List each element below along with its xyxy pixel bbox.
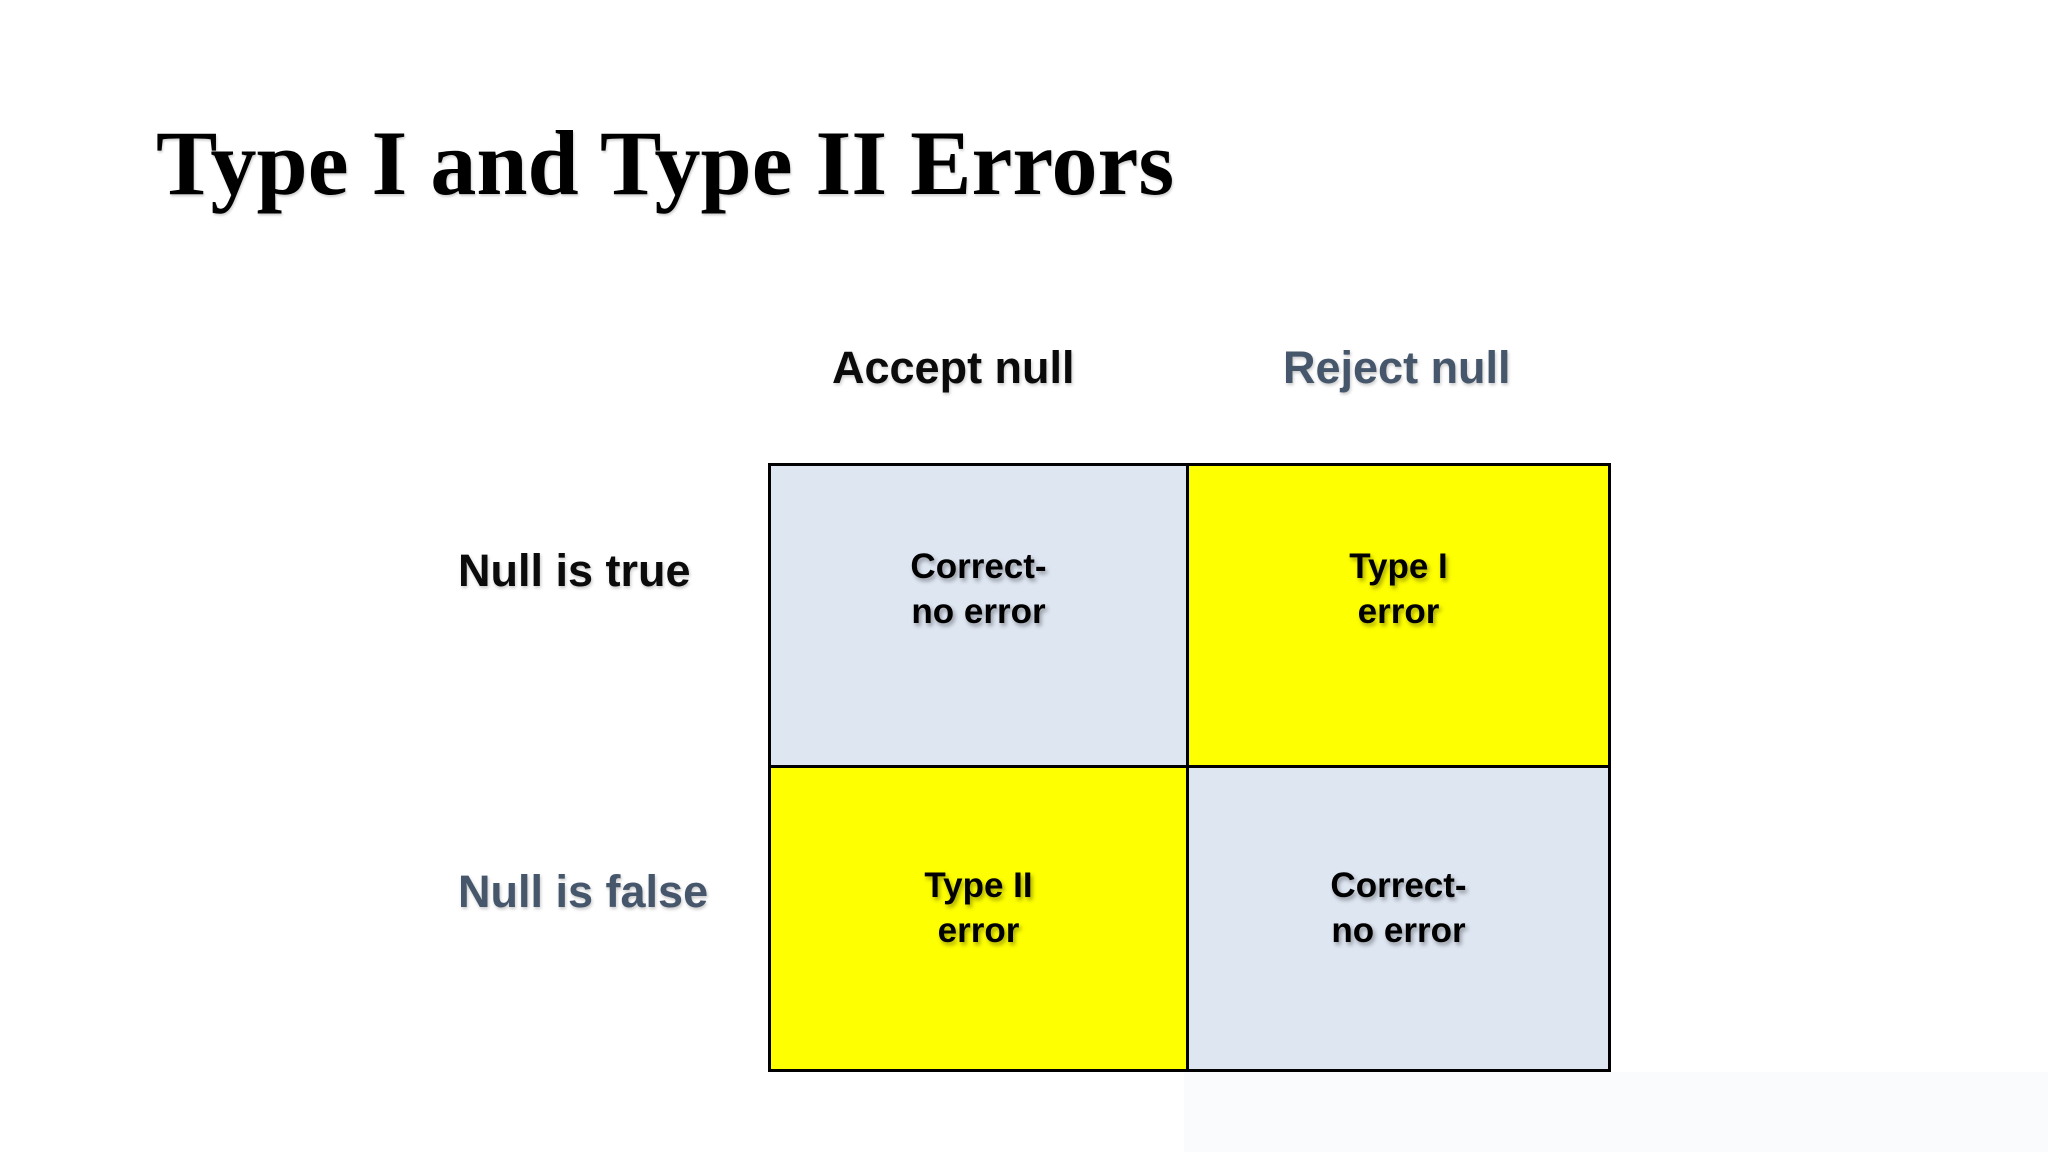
row-label-null-is-false: Null is false	[458, 866, 709, 917]
matrix-cell-accept-true-correct: Correct- no error	[771, 466, 1189, 768]
cell-text-line: error	[937, 911, 1020, 950]
cell-text-line: Type I	[1349, 547, 1448, 586]
cell-text-line: Type II	[924, 866, 1033, 905]
cell-text-line: no error	[911, 592, 1046, 631]
matrix-cell-reject-false-correct: Correct- no error	[1189, 768, 1608, 1069]
column-header-reject-null: Reject null	[1283, 342, 1511, 393]
cell-text-line: Correct-	[910, 547, 1047, 586]
column-header-accept-null: Accept null	[832, 342, 1075, 393]
cell-text-line: Correct-	[1330, 866, 1467, 905]
cell-text-line: no error	[1331, 911, 1466, 950]
row-label-null-is-true: Null is true	[458, 545, 691, 596]
slide-title: Type I and Type II Errors	[156, 112, 1175, 214]
bottom-right-offwhite-strip	[1184, 1072, 2048, 1152]
matrix-cell-reject-true-type1-error: Type I error	[1189, 466, 1608, 768]
error-matrix-grid: Correct- no error Type I error Type II e…	[768, 463, 1611, 1072]
matrix-cell-accept-false-type2-error: Type II error	[771, 768, 1189, 1069]
cell-text-line: error	[1357, 592, 1440, 631]
